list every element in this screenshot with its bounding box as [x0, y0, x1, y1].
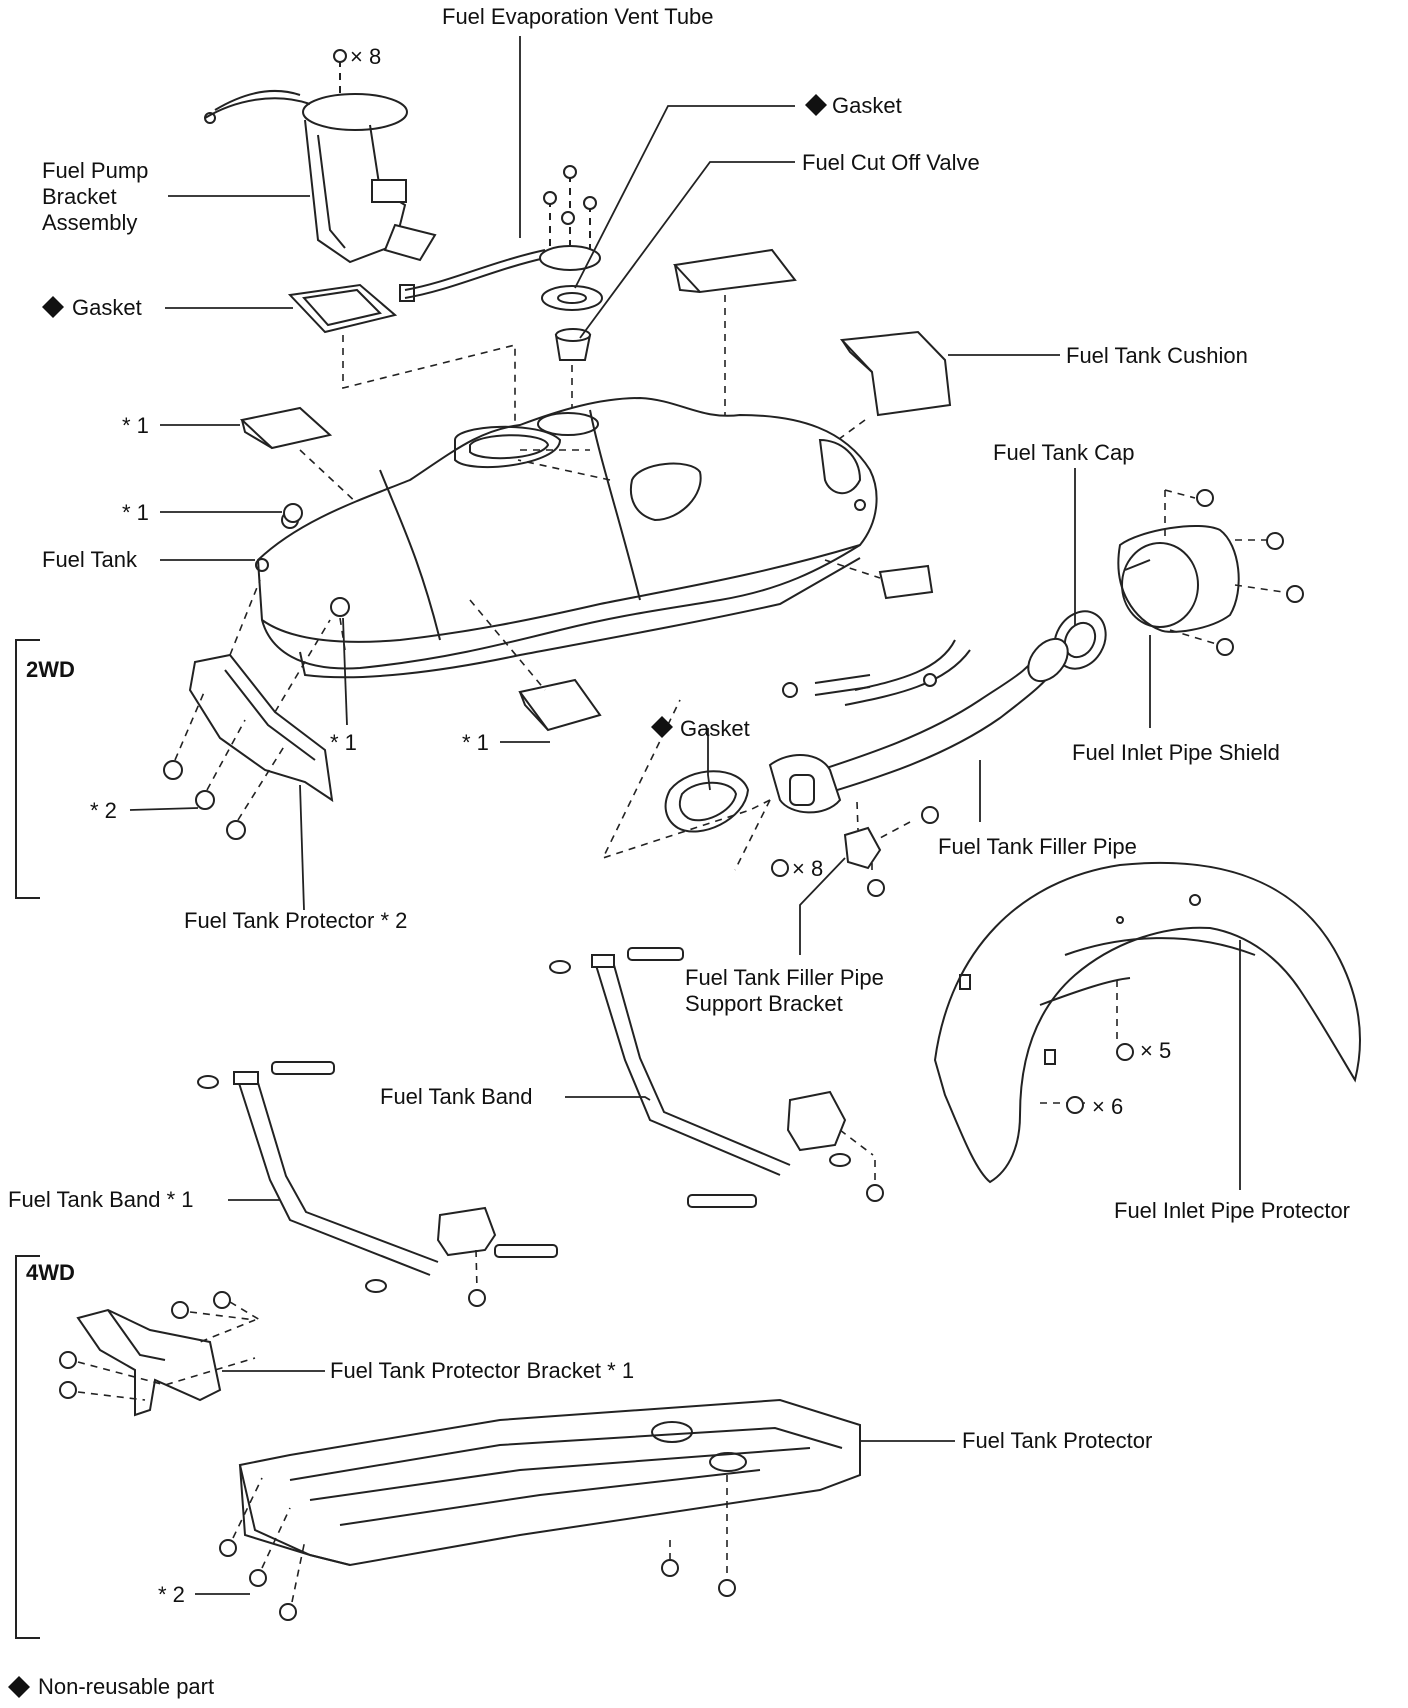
fuel-tank-cushion-small-c	[518, 678, 602, 732]
fuel-tank-filler-pipe	[768, 637, 1069, 814]
label-protector-clip-qty: × 5	[1140, 1038, 1172, 1063]
valve-gasket	[541, 285, 603, 311]
fuel-tank-protector-bracket	[76, 1308, 222, 1417]
label-fuel-tank-band: Fuel Tank Band	[380, 1084, 533, 1109]
label-fuel-tank-protector-2: Fuel Tank Protector * 2	[184, 908, 408, 933]
band-bracket-right	[786, 1090, 847, 1152]
non-reusable-diamond-icon	[651, 716, 673, 738]
label-star1-b: * 1	[122, 500, 149, 525]
fuel-inlet-pipe-shield	[1117, 524, 1240, 633]
label-star1-d: * 1	[462, 730, 489, 755]
label-fuel-tank-protector: Fuel Tank Protector	[962, 1428, 1153, 1453]
protector-clip	[1116, 1043, 1134, 1061]
leader-lines	[129, 36, 1241, 1595]
protector-bracket-bolts	[59, 1291, 231, 1399]
fuel-tank-cushion-right	[839, 330, 952, 417]
label-protector-screw-qty: × 6	[1092, 1094, 1124, 1119]
label-star1-c: * 1	[330, 730, 357, 755]
non-reusable-diamond-icon	[42, 296, 64, 318]
label-fuel-pump-bracket: Fuel Pump Bracket Assembly	[42, 158, 149, 235]
label-fuel-cut-off-valve: Fuel Cut Off Valve	[802, 150, 980, 175]
filler-pipe-bolts	[771, 806, 939, 897]
filler-pipe-gasket	[664, 770, 750, 833]
band-bolt-left	[468, 1289, 486, 1307]
fuel-tank	[255, 396, 878, 679]
fuel-tank-band-1	[197, 1061, 558, 1293]
non-reusable-diamond-icon	[805, 94, 827, 116]
label-fuel-tank: Fuel Tank	[42, 547, 137, 572]
pump-gasket	[287, 283, 398, 334]
label-star2-a: * 2	[90, 798, 117, 823]
fuel-tank-cushion-small-a	[239, 406, 333, 450]
fuel-tank-band	[549, 947, 851, 1208]
fuel-tank-protector-2wd	[188, 653, 334, 803]
label-fuel-inlet-pipe-protector: Fuel Inlet Pipe Protector	[1114, 1198, 1351, 1223]
pump-bolt-icon	[333, 49, 347, 63]
fuel-pump-bracket-assembly	[204, 60, 437, 264]
label-fuel-inlet-pipe-shield: Fuel Inlet Pipe Shield	[1072, 740, 1280, 765]
protector-bolts-2wd	[163, 760, 246, 840]
label-fuel-tank-cap: Fuel Tank Cap	[993, 440, 1135, 465]
protector-bolts-4wd	[219, 1539, 736, 1621]
fuel-evaporation-vent-tube	[399, 249, 546, 302]
fuel-cut-off-valve	[554, 328, 592, 361]
legend-non-reusable: Non-reusable part	[38, 1674, 215, 1699]
tank-nut-a	[283, 503, 303, 523]
label-evap-vent-tube: Fuel Evaporation Vent Tube	[442, 4, 714, 29]
fuel-tank-cushion-small-b	[878, 564, 934, 600]
section-label-2wd: 2WD	[26, 657, 75, 682]
label-star2-b: * 2	[158, 1582, 185, 1607]
label-fuel-tank-filler-pipe: Fuel Tank Filler Pipe	[938, 834, 1137, 859]
label-filler-pipe-support-bracket: Fuel Tank Filler Pipe Support Bracket	[685, 965, 884, 1016]
label-gasket-left: Gasket	[72, 295, 142, 320]
filler-pipe-support-bracket	[843, 826, 882, 870]
non-reusable-diamond-icon	[8, 1676, 30, 1698]
tank-nut-b	[330, 597, 350, 617]
label-fuel-tank-protector-bracket: Fuel Tank Protector Bracket * 1	[330, 1358, 635, 1383]
band-bolt-right	[866, 1184, 884, 1202]
fuel-cut-off-valve-plate	[539, 165, 601, 271]
fuel-tank-cushion-top	[672, 248, 797, 294]
fuel-tank-protector	[238, 1398, 861, 1567]
label-star1-a: * 1	[122, 413, 149, 438]
label-filler-bolt-qty: × 8	[792, 856, 824, 881]
section-bracket-4wd	[15, 1255, 40, 1639]
label-gasket-filler: Gasket	[680, 716, 750, 741]
protector-screw	[1066, 1096, 1084, 1114]
band-bracket-left	[436, 1206, 497, 1257]
label-pump-bolt-qty: × 8	[350, 44, 382, 69]
section-bracket-2wd	[15, 639, 40, 899]
label-gasket-top: Gasket	[832, 93, 902, 118]
label-fuel-tank-band-1: Fuel Tank Band * 1	[8, 1187, 194, 1212]
shield-bolts	[1196, 489, 1304, 656]
fuel-inlet-pipe-protector	[933, 861, 1361, 1184]
label-fuel-tank-cushion: Fuel Tank Cushion	[1066, 343, 1248, 368]
section-label-4wd: 4WD	[26, 1260, 75, 1285]
